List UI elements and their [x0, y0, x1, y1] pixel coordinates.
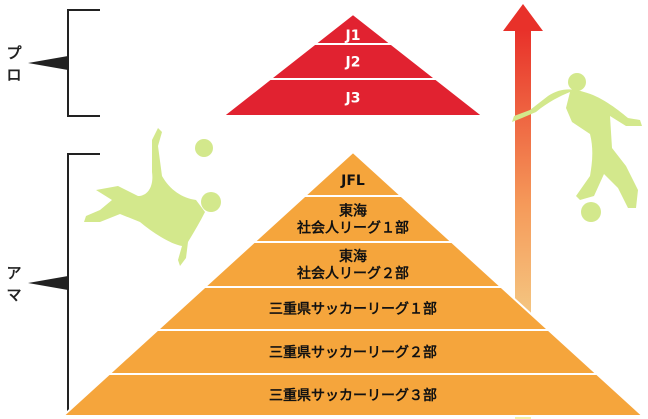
- pro-tier-3-label-line-1: J3: [345, 91, 361, 107]
- pro-tier-1-label-line-1: J1: [345, 28, 361, 44]
- amateur-tier-2-label-line-2: 社会人リーグ１部: [296, 220, 409, 237]
- amateur-tier-6-label-line-1: 三重県サッカーリーグ３部: [269, 387, 437, 404]
- amateur-tier-6: [60, 373, 646, 417]
- pro-tier-2-label-line-1: J2: [345, 55, 361, 71]
- amateur-label-char-1: ア: [6, 264, 21, 282]
- amateur-tier-4-label-line-1: 三重県サッカーリーグ１部: [269, 301, 437, 318]
- amateur-tier-5-label-line-1: 三重県サッカーリーグ２部: [269, 344, 437, 361]
- pro-label-char-1: プ: [6, 44, 22, 62]
- amateur-bracket: [28, 153, 100, 415]
- amateur-tier-2-label-line-1: 東海: [339, 203, 367, 220]
- pro-label-char-2: ロ: [6, 66, 21, 84]
- pro-tier-3: [220, 78, 486, 117]
- kicking-player-icon: [512, 73, 642, 222]
- pro-bracket: [28, 9, 100, 117]
- amateur-tier-1-label-line-1: JFL: [340, 173, 365, 189]
- amateur-tier-3-label-line-2: 社会人リーグ２部: [296, 265, 409, 282]
- amateur-pyramid: JFL東海社会人リーグ１部東海社会人リーグ２部三重県サッカーリーグ１部三重県サッ…: [60, 150, 646, 417]
- bicycle-kick-player-icon: [84, 128, 221, 266]
- amateur-tier-3-label-line-1: 東海: [339, 248, 367, 265]
- amateur-label-char-2: マ: [6, 286, 21, 304]
